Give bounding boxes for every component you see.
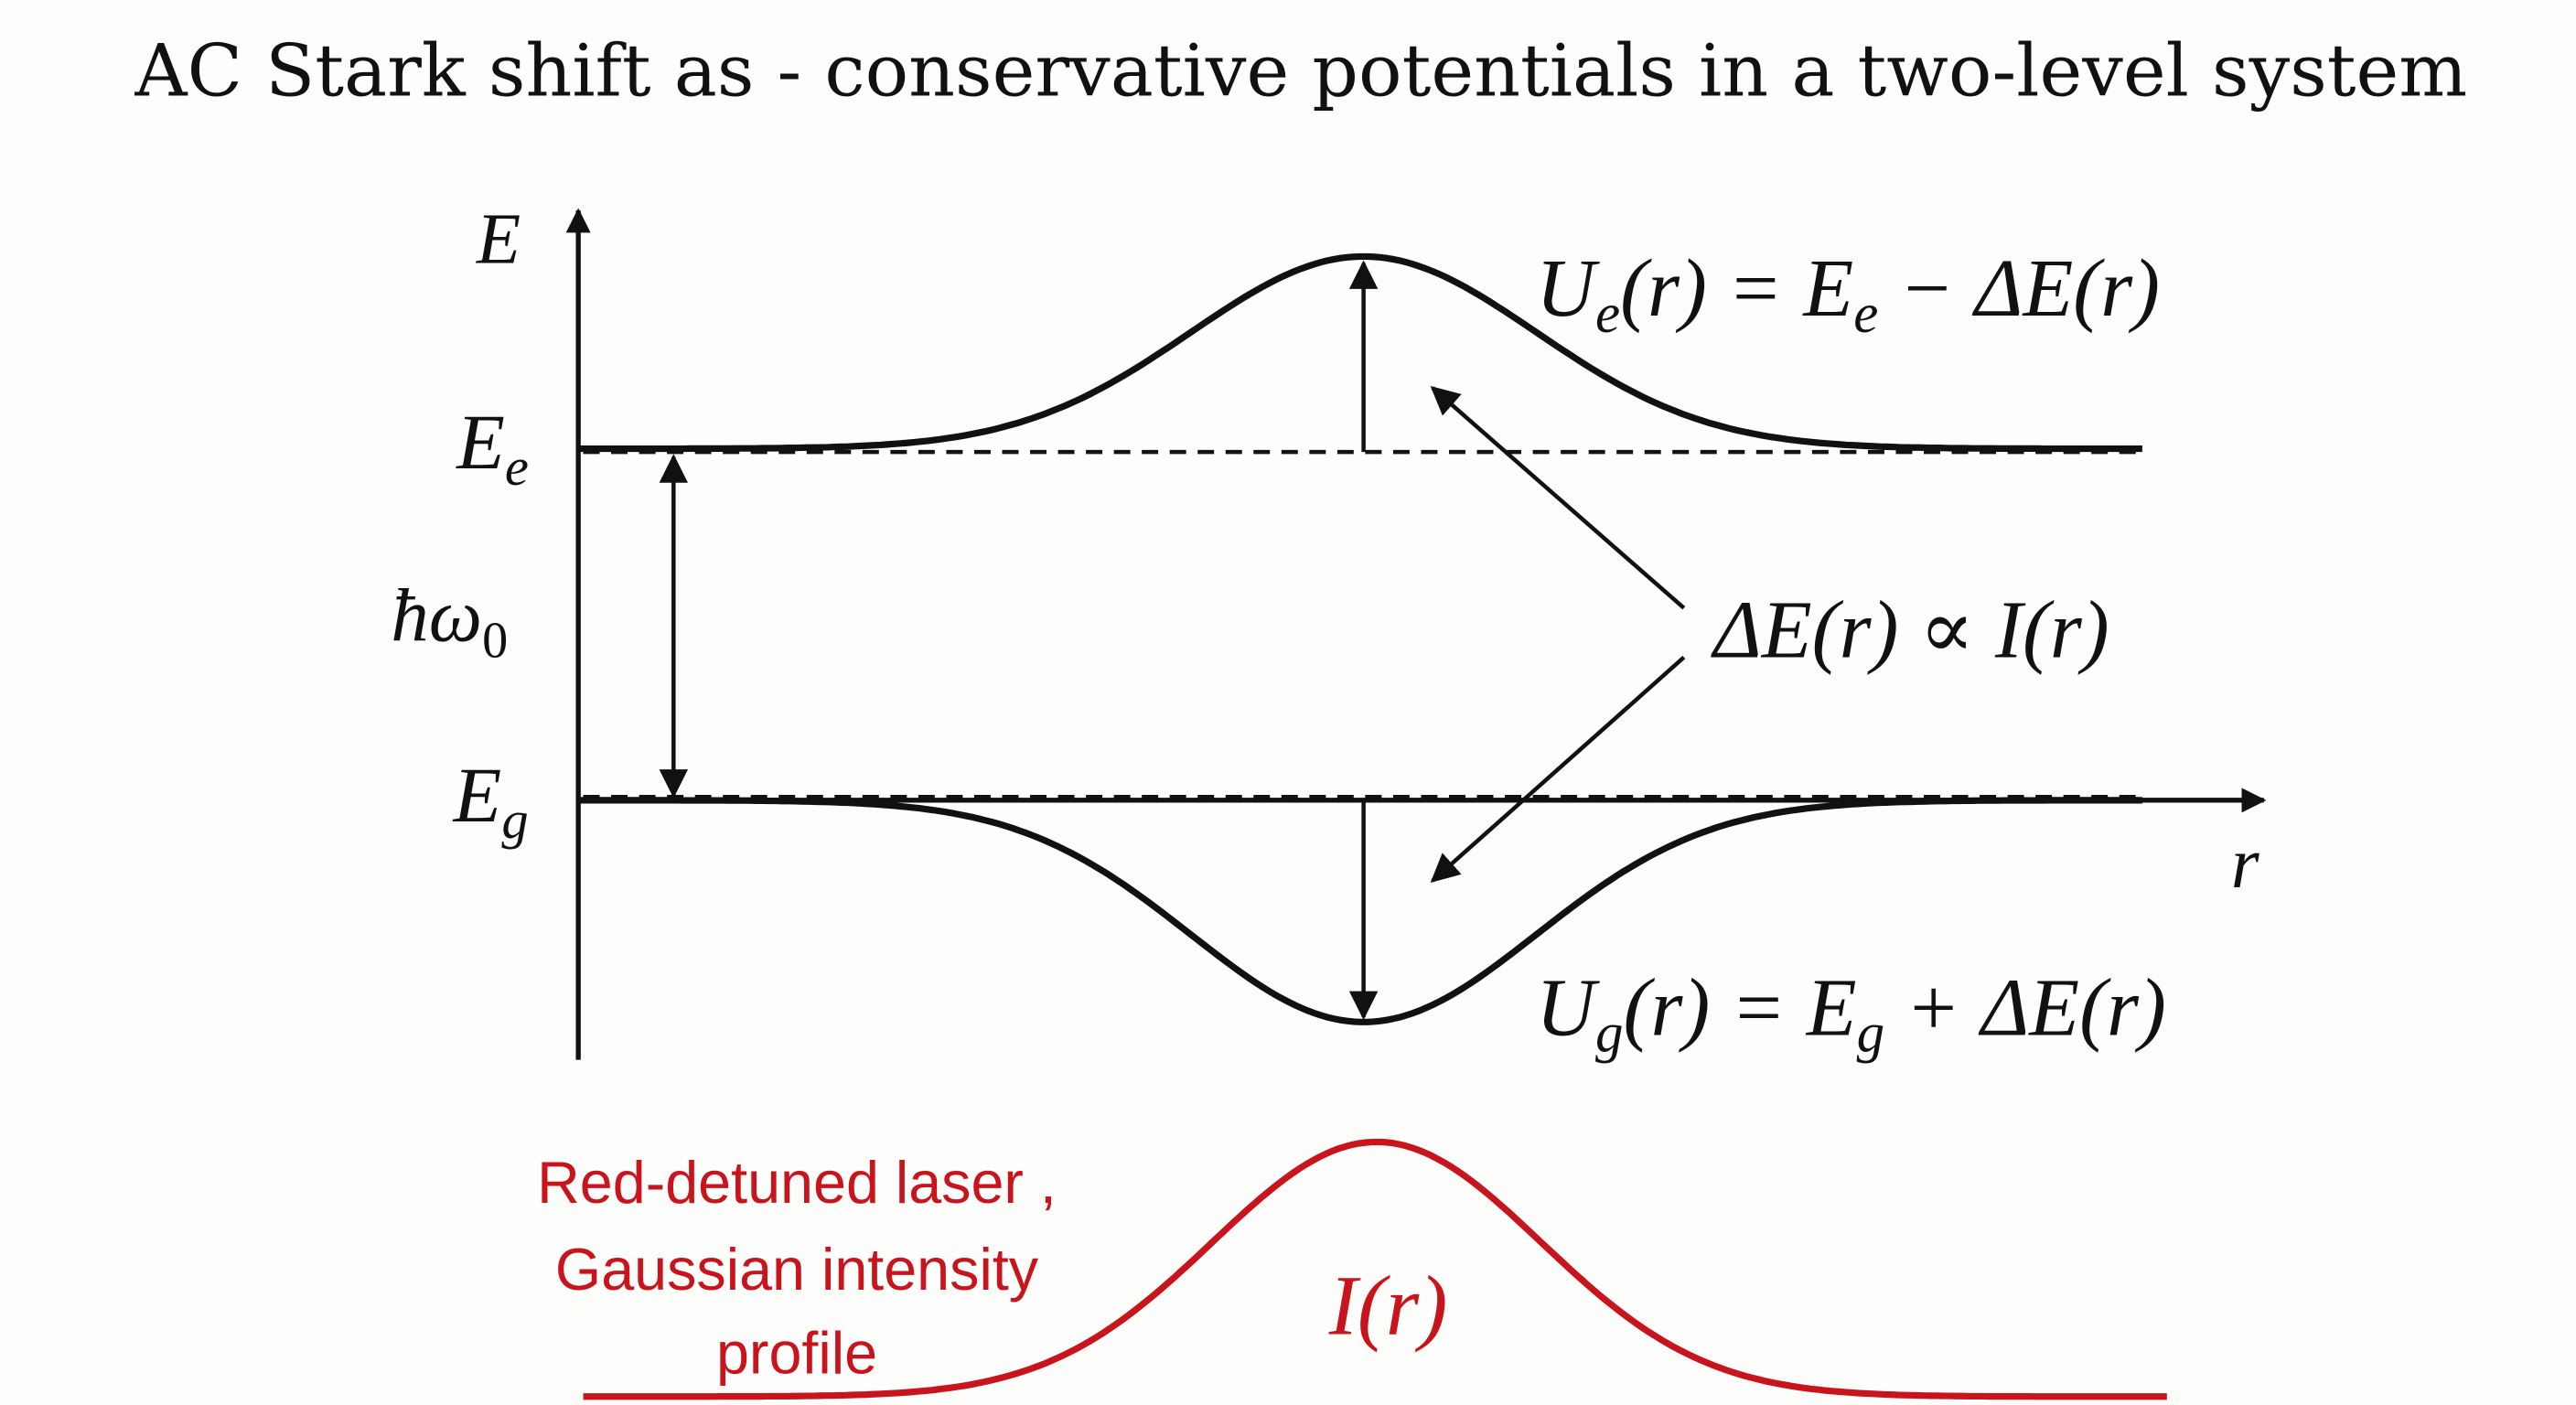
excited-potential-curve <box>578 252 2142 453</box>
energy-axis-label: E <box>476 200 521 280</box>
pointer-arrow-lower <box>1430 655 1686 883</box>
ground-potential-curve <box>578 797 2142 1025</box>
gap-energy-label: ħω0 <box>391 574 508 670</box>
ground-level-label: Eg <box>452 751 529 850</box>
intensity-curve-label: I(r) <box>1328 1260 1448 1354</box>
laser-description-line2: Gaussian intensity <box>555 1236 1039 1303</box>
diagram-title: AC Stark shift as - conservative potenti… <box>134 28 2468 113</box>
ground-potential-equation: Ug(r) = Eg + ΔE(r) <box>1536 963 2166 1065</box>
proportionality-label: ΔE(r) ∝ I(r) <box>1711 585 2109 676</box>
r-axis-label: r <box>2231 824 2259 904</box>
excited-level-label: Ee <box>455 398 529 497</box>
laser-description-line3: profile <box>716 1320 877 1387</box>
laser-intensity-curve <box>583 1138 2167 1400</box>
excited-potential-equation: Ue(r) = Ee − ΔE(r) <box>1536 243 2160 345</box>
pointer-arrow-upper <box>1430 386 1686 610</box>
laser-description-line1: Red-detuned laser , <box>537 1149 1057 1216</box>
